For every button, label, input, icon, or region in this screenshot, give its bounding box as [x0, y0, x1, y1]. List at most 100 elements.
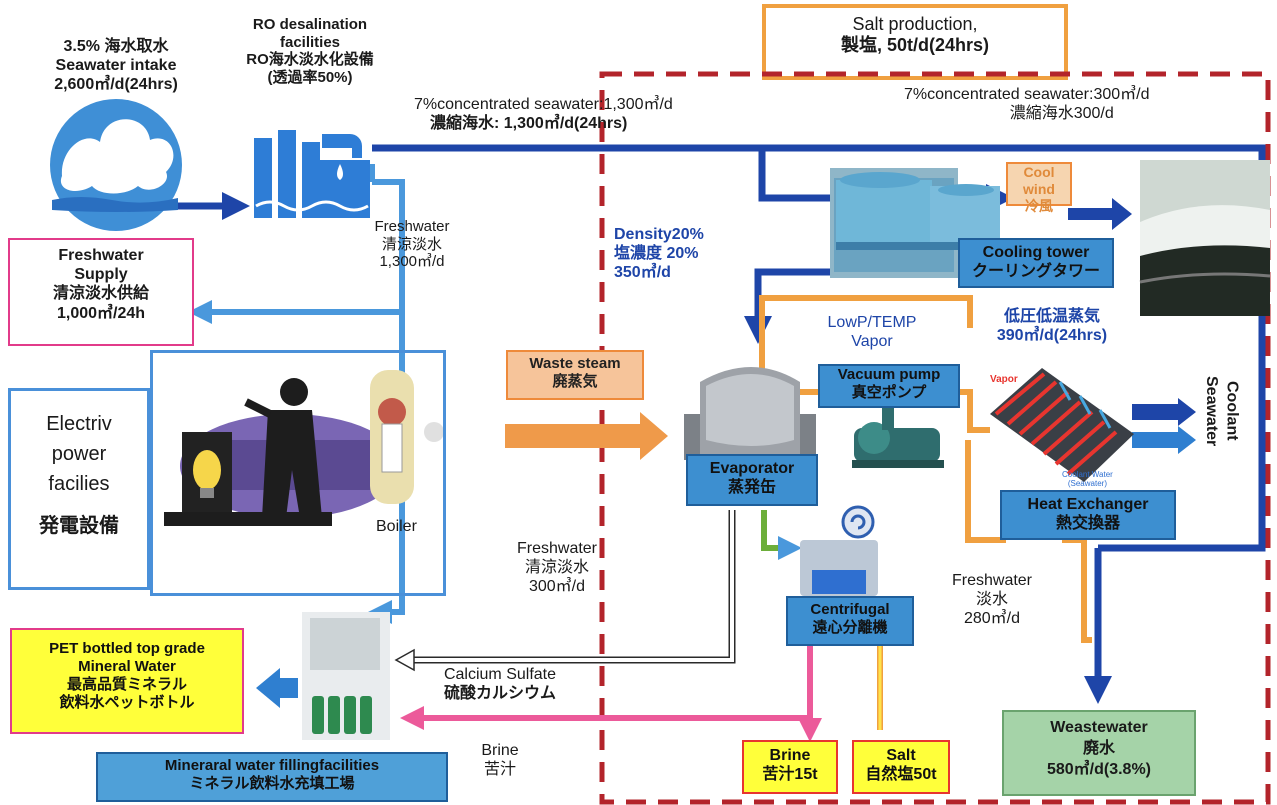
salt-production-box	[762, 4, 1068, 80]
freshwater-300-line-2: 清涼淡水	[524, 558, 589, 576]
brine-label-line-1: Brine	[481, 742, 519, 759]
brine-box-line-1: Brine	[769, 747, 811, 764]
vacuum-pump-box: Vacuum pump 真空ポンプ	[818, 364, 960, 408]
lowp-line-2: Vapor	[851, 332, 893, 350]
freshwater-300-line-1: Freshwater	[516, 540, 598, 557]
density-label: Density20% 塩濃度 20% 350㎥/d	[614, 226, 744, 283]
concentrated-right-line-2: 濃縮海水300/d	[1009, 104, 1114, 122]
vacuum-pump-line-1: Vacuum pump	[837, 366, 941, 383]
electric-power-box: Electriv power facilies 発電設備	[8, 388, 150, 590]
vapor-small-label: Vapor	[990, 374, 1018, 385]
wastewater-line-1: Weastewater	[1050, 719, 1148, 736]
mineral-facility-line-1: Mineraral water fillingfacilities	[164, 757, 380, 774]
freshwater-300-label: Freshwater 清涼淡水 300㎥/d	[494, 540, 620, 597]
heat-exchanger-line-1: Heat Exchanger	[1027, 496, 1149, 513]
cooling-tower-box: Cooling tower クーリングタワー	[958, 238, 1114, 288]
salt-box-line-2: 自然塩50t	[865, 766, 937, 784]
pet-line-2: Mineral Water	[78, 658, 176, 675]
waste-steam-box: Waste steam 廃蒸気	[506, 350, 644, 400]
freshwater-supply-line-3: 清涼淡水供給	[52, 285, 149, 303]
heat-exchanger-box: Heat Exchanger 熱交換器	[1000, 490, 1176, 540]
electric-power-label: Electriv power facilies 発電設備	[11, 409, 147, 541]
waste-steam-arrow	[505, 412, 668, 460]
salt-box-line-1: Salt	[886, 747, 916, 764]
calcium-line-2: 硫酸カルシウム	[443, 684, 556, 702]
cooling-tower-line-1: Cooling tower	[982, 244, 1090, 261]
coolant-water-line-1: Coolant Water	[1062, 470, 1113, 479]
ro-facility-icon	[254, 130, 370, 218]
concentrated-left-line-2: 濃縮海水: 1,300㎥/d(24hrs)	[430, 114, 628, 132]
vacuum-pump-line-2: 真空ポンプ	[851, 384, 927, 401]
freshwater-supply-line-2: Supply	[74, 266, 128, 284]
concentrated-left-label: 7%concentrated seawater:1,300㎥/d 濃縮海水: 1…	[414, 96, 673, 134]
salt-production-line-2: 製塩, 50t/d(24hrs)	[840, 35, 990, 56]
freshwater-ro-line-1: Freshwater	[374, 218, 450, 235]
cooling-tower-photo	[830, 168, 1000, 278]
evaporator-line-2: 蒸発缶	[727, 479, 776, 497]
coolant-water-label: Coolant Water (Seawater)	[1062, 470, 1113, 489]
pet-line-4: 飲料水ペットボトル	[59, 694, 195, 711]
pet-line-3: 最高品質ミネラル	[66, 676, 187, 693]
evaporator-box: Evaporator 蒸発缶	[686, 454, 818, 506]
brine-box: Brine 苦汁15t	[742, 740, 838, 794]
bottling-icon	[302, 612, 390, 740]
intake-line-2: Seawater intake	[55, 56, 177, 74]
wastewater-box: Weastewater 廃水 580㎥/d(3.8%)	[1002, 710, 1196, 796]
seawater-intake-label: 3.5% 海水取水 Seawater intake 2,600㎥/d(24hrs…	[18, 38, 214, 95]
freshwater-ro-line-2: 清涼淡水	[381, 235, 442, 253]
lowp-label: LowP/TEMP Vapor	[810, 314, 934, 352]
lowp-line-1: LowP/TEMP	[827, 314, 917, 331]
freshwater-supply-line-4: 1,000㎥/24h	[56, 304, 146, 322]
concentrated-left-line-1: 7%concentrated seawater:1,300㎥/d	[414, 96, 673, 113]
electric-line-4: 発電設備	[39, 515, 119, 537]
coolant-line-2: Seawater	[1202, 376, 1220, 447]
ro-line-1: RO desalination	[252, 16, 368, 33]
cool-wind-line-2: 冷風	[1025, 197, 1053, 214]
coolant-water-line-2: (Seawater)	[1067, 479, 1107, 489]
intake-line-1: 3.5% 海水取水	[63, 38, 169, 55]
waste-steam-line-1: Waste steam	[529, 355, 621, 372]
electric-line-1: Electriv	[46, 413, 112, 435]
mineral-facility-box: Mineraral water fillingfacilities ミネラル飲料…	[96, 752, 448, 802]
density-line-1: Density20%	[614, 226, 704, 243]
wastewater-line-2: 廃水	[1082, 739, 1115, 757]
evaporator-line-1: Evaporator	[709, 460, 795, 477]
centrifugal-icon	[800, 505, 878, 596]
mineral-facility-line-2: ミネラル飲料水充填工場	[189, 775, 355, 792]
ro-label: RO desalination facilities RO海水淡水化設備 (透過…	[218, 16, 402, 87]
freshwater-ro-label: Freshwater 清涼淡水 1,300㎥/d	[352, 218, 472, 271]
low-vapor-label: 低圧低温蒸気 390㎥/d(24hrs)	[970, 308, 1134, 346]
boiler-scene	[370, 370, 444, 504]
freshwater-300-line-3: 300㎥/d	[528, 577, 586, 595]
cooling-tower-line-2: クーリングタワー	[971, 263, 1100, 281]
cool-wind-line-1: Cool wind	[1023, 164, 1055, 197]
freshwater-ro-line-3: 1,300㎥/d	[379, 253, 445, 271]
centrifugal-box: Centrifugal 遠心分離機	[786, 596, 914, 646]
low-vapor-line-1: 低圧低温蒸気	[1003, 308, 1100, 325]
boiler-label: Boiler	[376, 518, 417, 535]
calcium-sulfate-label: Calcium Sulfate 硫酸カルシウム	[412, 666, 588, 704]
coolant-seawater-label: Coolant Seawater	[1200, 376, 1242, 446]
ro-line-2: facilities	[279, 33, 341, 51]
centrifugal-line-2: 遠心分離機	[812, 619, 888, 636]
power-illustration-frame	[150, 350, 446, 596]
freshwater-280-label: Freshwater 淡水 280㎥/d	[938, 572, 1046, 629]
freshwater-280-line-1: Freshwater	[951, 572, 1033, 589]
calcium-line-1: Calcium Sulfate	[443, 666, 557, 683]
brine-label: Brine 苦汁	[464, 742, 536, 780]
density-line-2: 塩濃度 20%	[614, 244, 699, 262]
coolant-line-1: Coolant	[1223, 381, 1241, 441]
electric-line-2: power	[51, 443, 107, 465]
vacuum-pump-icon	[852, 406, 944, 468]
pet-bottled-box: PET bottled top grade Mineral Water 最高品質…	[10, 628, 244, 734]
salt-plant-boundary	[599, 71, 1271, 805]
freshwater-supply-box: Freshwater Supply 清涼淡水供給 1,000㎥/24h	[8, 238, 194, 346]
power-worker-scene	[164, 378, 400, 526]
heat-exchanger-icon	[990, 368, 1134, 482]
cool-wind-box: Cool wind 冷風	[1006, 162, 1072, 214]
salt-production-label: Salt production, 製塩, 50t/d(24hrs)	[764, 14, 1066, 56]
ro-line-3: RO海水淡水化設備	[246, 51, 374, 69]
concentrated-right-label: 7%concentrated seawater:300㎥/d 濃縮海水300/d	[904, 86, 1150, 124]
concentrated-seawater-pipe	[372, 144, 1266, 552]
